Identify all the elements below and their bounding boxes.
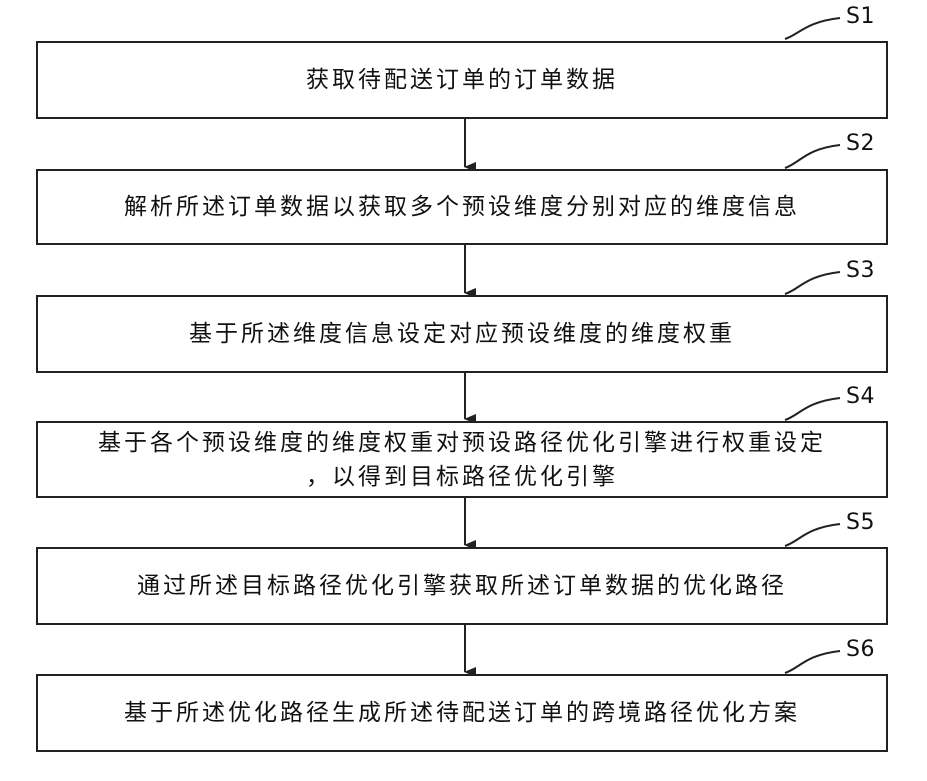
leader-curve-s5 bbox=[785, 524, 840, 546]
step-text-s1: 获取待配送订单的订单数据 bbox=[306, 63, 618, 97]
leader-curve-s6 bbox=[785, 651, 840, 673]
step-label-s4: S4 bbox=[846, 384, 875, 409]
leader-curve-s1 bbox=[785, 18, 840, 39]
step-text-s4-line2: ，以得到目标路径优化引擎 bbox=[306, 460, 618, 494]
step-label-s5: S5 bbox=[846, 510, 875, 535]
step-label-s2: S2 bbox=[846, 131, 875, 156]
step-text-s3: 基于所述维度信息设定对应预设维度的维度权重 bbox=[189, 317, 735, 351]
step-text-s2: 解析所述订单数据以获取多个预设维度分别对应的维度信息 bbox=[124, 190, 800, 224]
leader-curve-s3 bbox=[785, 272, 840, 294]
step-box-s2: 解析所述订单数据以获取多个预设维度分别对应的维度信息 bbox=[36, 169, 888, 245]
step-box-s6: 基于所述优化路径生成所述待配送订单的跨境路径优化方案 bbox=[36, 674, 888, 752]
step-text-s5: 通过所述目标路径优化引擎获取所述订单数据的优化路径 bbox=[137, 569, 787, 603]
step-text-s4-line1: 基于各个预设维度的维度权重对预设路径优化引擎进行权重设定 bbox=[98, 426, 826, 460]
step-label-s3: S3 bbox=[846, 258, 875, 283]
step-label-s1: S1 bbox=[846, 4, 875, 29]
step-box-s5: 通过所述目标路径优化引擎获取所述订单数据的优化路径 bbox=[36, 547, 888, 625]
leader-curve-s4 bbox=[785, 398, 840, 420]
step-box-s3: 基于所述维度信息设定对应预设维度的维度权重 bbox=[36, 295, 888, 373]
step-box-s1: 获取待配送订单的订单数据 bbox=[36, 41, 888, 119]
step-text-s6: 基于所述优化路径生成所述待配送订单的跨境路径优化方案 bbox=[124, 696, 800, 730]
step-label-s6: S6 bbox=[846, 637, 875, 662]
leader-curve-s2 bbox=[785, 145, 840, 168]
step-box-s4: 基于各个预设维度的维度权重对预设路径优化引擎进行权重设定 ，以得到目标路径优化引… bbox=[36, 421, 888, 498]
